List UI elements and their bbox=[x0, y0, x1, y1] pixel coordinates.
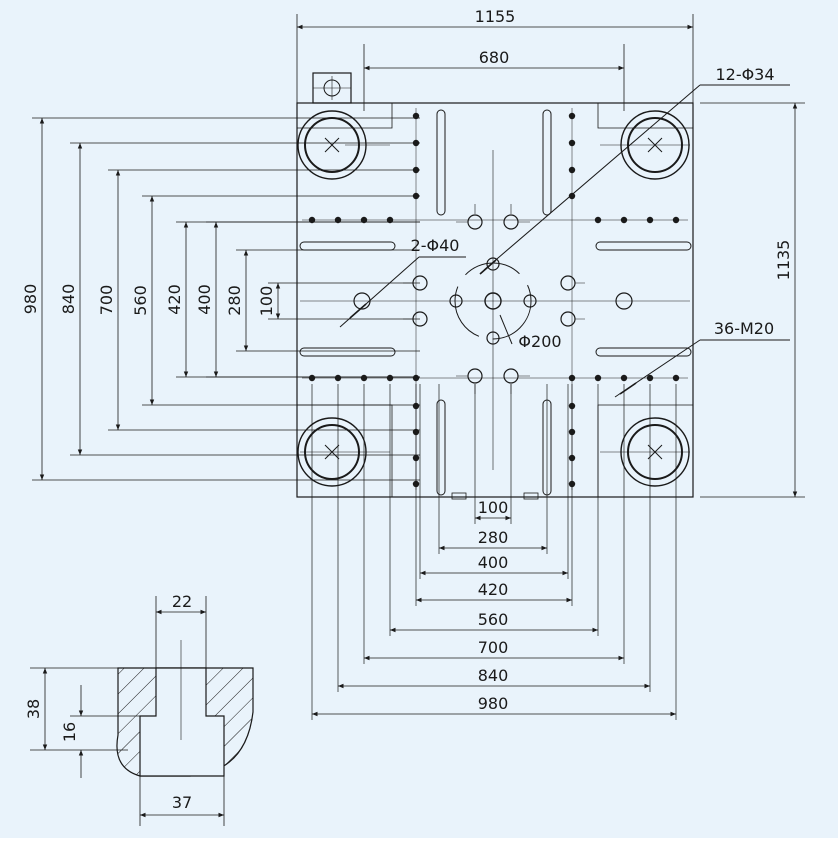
dim-label-v: 420 bbox=[165, 284, 184, 315]
dim-label-v: 700 bbox=[97, 285, 116, 316]
centerlines bbox=[300, 144, 690, 470]
dim-label-h: 100 bbox=[478, 498, 509, 517]
dim-label-v: 400 bbox=[195, 284, 214, 315]
dim-label-h: 420 bbox=[478, 580, 509, 599]
dim-1155: 1155 bbox=[475, 7, 516, 26]
dim-label-h: 280 bbox=[478, 528, 509, 547]
dim-label-v: 560 bbox=[131, 285, 150, 316]
dim-label-v: 840 bbox=[59, 284, 78, 315]
callout-36-m20: 36-M20 bbox=[714, 319, 774, 338]
dim-slot-16: 16 bbox=[60, 722, 79, 742]
dim-label-v: 980 bbox=[21, 284, 40, 315]
leader-lines bbox=[339, 84, 790, 398]
dim-label-h: 560 bbox=[478, 610, 509, 629]
dim-slot-38: 38 bbox=[24, 699, 43, 719]
dim-slot-37: 37 bbox=[172, 793, 192, 812]
dim-slot-22: 22 bbox=[172, 592, 192, 611]
callout-phi200: Φ200 bbox=[518, 332, 561, 351]
dim-label-v: 100 bbox=[257, 286, 276, 317]
dim-label-v: 280 bbox=[225, 285, 244, 316]
dim-1135: 1135 bbox=[774, 240, 793, 281]
left-dimensions: 980 840 700 560 420 400 280 100 bbox=[21, 117, 420, 481]
dim-label-h: 400 bbox=[478, 553, 509, 572]
leader-ticks bbox=[349, 259, 637, 395]
callout-12-phi34: 12-Φ34 bbox=[715, 65, 774, 84]
center-ring bbox=[449, 257, 537, 345]
t-slot-section bbox=[30, 596, 254, 826]
dim-label-h: 980 bbox=[478, 694, 509, 713]
right-dimension bbox=[700, 102, 805, 498]
top-dimensions bbox=[296, 14, 694, 111]
dim-680: 680 bbox=[479, 48, 510, 67]
dim-label-h: 840 bbox=[478, 666, 509, 685]
dim-label-h: 700 bbox=[478, 638, 509, 657]
bottom-dimensions: 100 280 400 420 560 700 840 980 bbox=[311, 384, 677, 720]
callout-2-phi40: 2-Φ40 bbox=[411, 236, 460, 255]
